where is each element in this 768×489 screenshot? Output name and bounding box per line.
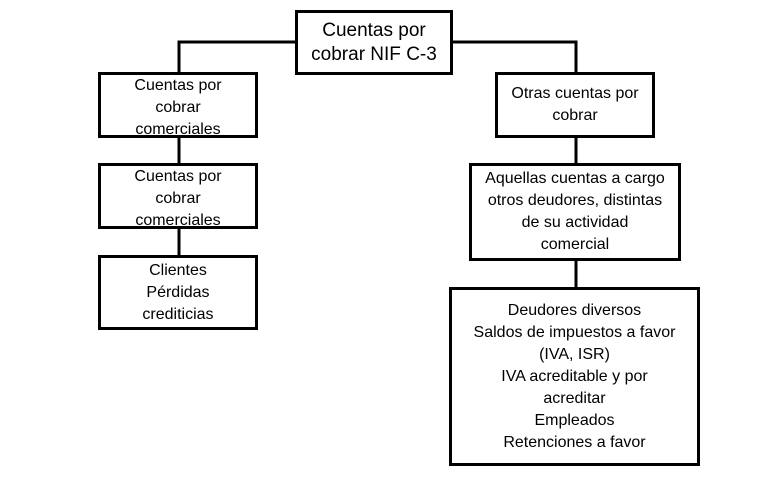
right-node-1-line: Otras cuentas por (511, 85, 639, 102)
connector-root-left (177, 40, 295, 72)
left-node-1-line: cobrar (155, 99, 201, 116)
right-node-3-line: Deudores diversos (507, 301, 642, 319)
right-node-otras-cuentas-box: Otras cuentas por cobrar (495, 72, 655, 138)
root-node-line: cobrar NIF C-3 (311, 43, 437, 65)
right-node-2-line: comercial (540, 236, 610, 253)
left-node-comerciales-2-box: Cuentas por cobrar comerciales (98, 163, 258, 229)
left-node-clientes-box: Clientes Pérdidas crediticias (98, 255, 258, 330)
right-node-3-line: Retenciones a favor (503, 433, 646, 451)
right-node-examples-box: Deudores diversos Saldos de impuestos a … (449, 287, 700, 466)
left-node-2-line: Cuentas por (134, 168, 222, 185)
left-node-2-line: cobrar (155, 190, 201, 207)
left-node-3-line: crediticias (142, 305, 214, 323)
left-node-3-line: Pérdidas (146, 283, 210, 301)
right-node-2-line: otros deudores, distintas (487, 192, 663, 209)
right-node-3-line: (IVA, ISR) (539, 345, 610, 363)
left-node-3-line: Clientes (149, 261, 207, 279)
root-node-box: Cuentas por cobrar NIF C-3 (295, 10, 453, 75)
right-node-2-line: Aquellas cuentas a cargo (485, 170, 665, 187)
root-node-line: Cuentas por (322, 19, 426, 41)
right-node-2-line: de su actividad (521, 214, 629, 231)
right-node-3-line: Saldos de impuestos a favor (473, 323, 676, 341)
left-node-2-line: comerciales (135, 212, 221, 229)
left-node-1-line: Cuentas por (134, 77, 222, 94)
right-node-1-line: cobrar (552, 107, 598, 124)
right-node-description-box: Aquellas cuentas a cargo otros deudores,… (469, 163, 681, 261)
left-node-1-line: comerciales (135, 121, 221, 138)
right-node-3-line: IVA acreditable y por (501, 367, 648, 385)
right-node-3-line: Empleados (534, 411, 615, 429)
left-node-comerciales-box: Cuentas por cobrar comerciales (98, 72, 258, 138)
connector-root-right (453, 40, 578, 72)
right-node-3-line: acreditar (543, 389, 606, 407)
